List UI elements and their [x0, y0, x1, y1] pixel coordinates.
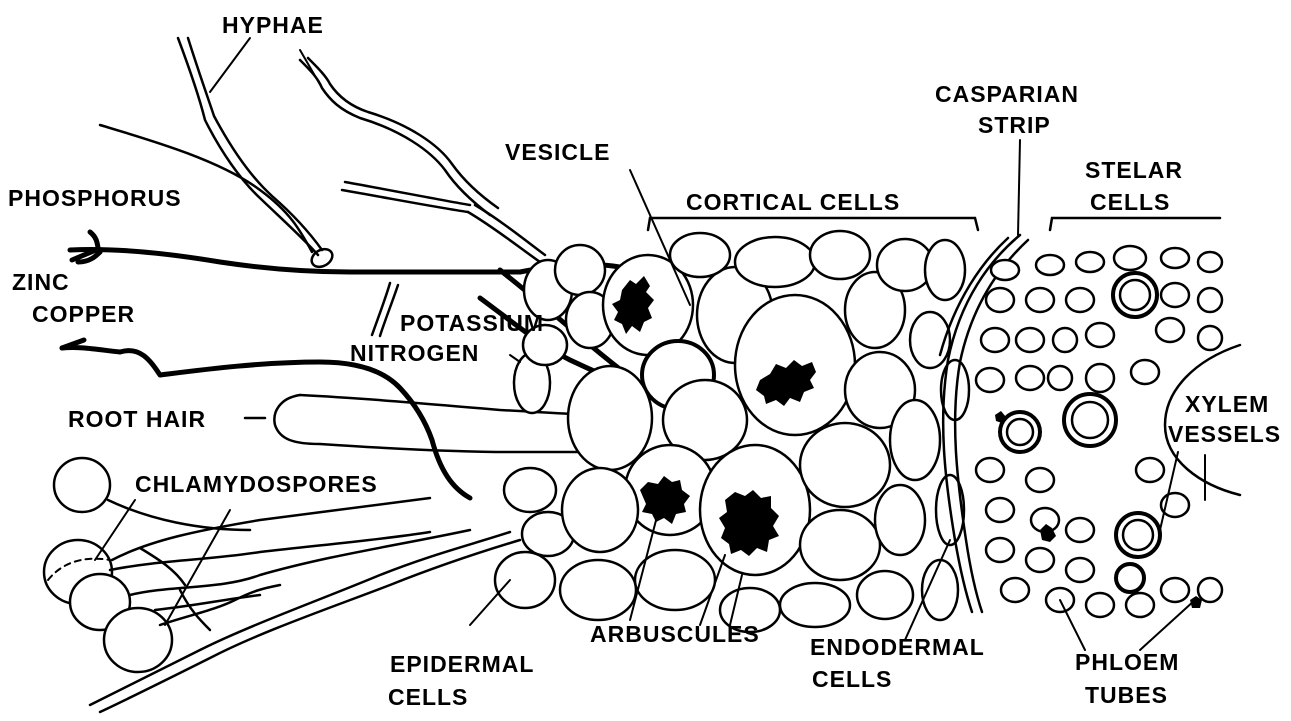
label-hyphae: HYPHAE	[222, 12, 324, 38]
cortical-cells-bracket	[648, 218, 978, 230]
label-stelar-line2: CELLS	[1090, 189, 1170, 215]
stelar-cells-bracket	[1050, 218, 1220, 230]
label-cortical-cells: CORTICAL CELLS	[686, 189, 900, 215]
label-zinc: ZINC	[12, 269, 70, 295]
label-root-hair: ROOT HAIR	[68, 406, 206, 432]
label-nitrogen: NITROGEN	[350, 340, 479, 366]
label-phloem-line1: PHLOEM	[1075, 649, 1179, 675]
label-xylem-line2: VESSELS	[1168, 421, 1281, 447]
label-phosphorus: PHOSPHORUS	[8, 185, 182, 211]
label-epidermal-line1: EPIDERMAL	[390, 651, 534, 677]
label-phloem-line2: TUBES	[1085, 682, 1168, 708]
cortical-cells	[560, 231, 969, 632]
chlamydospore	[54, 458, 110, 512]
label-casparian-line2: STRIP	[978, 112, 1051, 138]
label-brackets	[648, 218, 1220, 230]
label-stelar-line1: STELAR	[1085, 157, 1183, 183]
label-casparian-line1: CASPARIAN	[935, 81, 1079, 107]
label-endodermal-line1: ENDODERMAL	[810, 634, 985, 660]
label-chlamydospores: CHLAMYDOSPORES	[135, 471, 378, 497]
label-vesicle: VESICLE	[505, 139, 610, 165]
label-copper: COPPER	[32, 301, 135, 327]
label-arbuscules: ARBUSCULES	[590, 621, 760, 647]
label-epidermal-line2: CELLS	[388, 684, 468, 710]
label-endodermal-line2: CELLS	[812, 666, 892, 692]
label-potassium: POTASSIUM	[400, 310, 544, 336]
chlamydospore	[104, 608, 172, 672]
label-xylem-line1: XYLEM	[1185, 391, 1269, 417]
